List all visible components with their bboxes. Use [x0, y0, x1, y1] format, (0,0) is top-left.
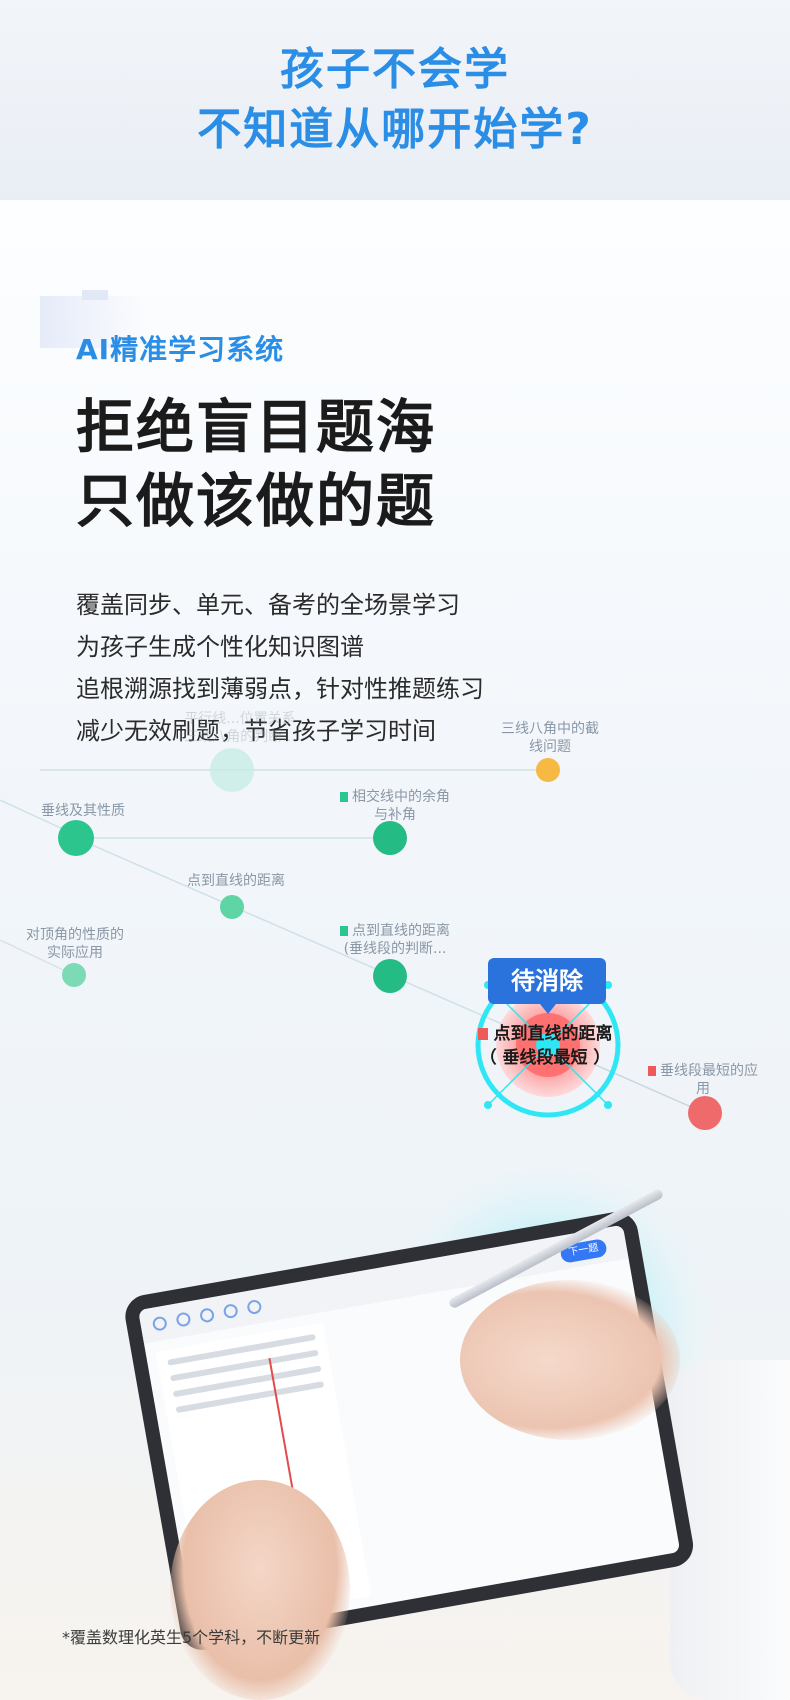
feature-section: AI精准学习系统 拒绝盲目题海 只做该做的题 覆盖同步、单元、备考的全场景学习 …	[0, 200, 790, 1700]
target-label-line2: （ 垂线段最短 ）	[479, 1048, 611, 1068]
to-eliminate-tooltip: 待消除	[488, 958, 606, 1014]
node-label-point-line-judge: 点到直线的距离(垂线段的判断...	[330, 922, 460, 958]
banner-question-line1: 孩子不会学	[280, 44, 510, 95]
question-dot-icon	[198, 1307, 216, 1324]
edge	[0, 939, 75, 976]
question-dot-icon	[175, 1311, 192, 1328]
node-green	[220, 895, 244, 919]
node-green	[62, 963, 86, 987]
target-label-text: 点到直线的距离	[493, 1024, 613, 1044]
node-label-faded: 平行线...位置关系三线八角的判断...	[184, 711, 296, 745]
writing-hand	[460, 1280, 680, 1440]
node-label-intersect: 相交线中的余角与补角	[330, 788, 460, 824]
headline-line2: 只做该做的题	[76, 467, 437, 535]
node-label-vertical-angle: 对顶角的性质的实际应用	[26, 927, 124, 961]
desc-line: 追根溯源找到薄弱点，针对性推题练习	[76, 675, 484, 703]
footnote: *覆盖数理化英生5个学科，不断更新	[62, 1628, 321, 1647]
node-label-point-line: 点到直线的距离	[187, 873, 285, 889]
flag-icon	[477, 1028, 488, 1040]
description: 覆盖同步、单元、备考的全场景学习 为孩子生成个性化知识图谱 追根溯源找到薄弱点，…	[76, 584, 484, 752]
node-green	[373, 821, 407, 855]
system-label: AI精准学习系统	[76, 333, 285, 366]
question-dot-icon	[246, 1298, 263, 1316]
node-label-perpendicular: 垂线及其性质	[41, 803, 125, 819]
node-green	[58, 820, 94, 856]
tablet-illustration: 下一题	[121, 1187, 790, 1700]
node-label-shortest-app: 垂线段最短的应用	[638, 1062, 768, 1098]
target-core	[484, 981, 612, 1109]
desc-line: 为孩子生成个性化知识图谱	[76, 633, 364, 661]
node-faded	[210, 748, 254, 792]
holding-hand	[170, 1480, 350, 1700]
edge	[75, 837, 551, 1046]
node-green	[373, 959, 407, 993]
node-red	[688, 1096, 722, 1130]
headline: 拒绝盲目题海 只做该做的题	[76, 390, 436, 538]
target-label-line1: 点到直线的距离	[460, 1022, 630, 1046]
decorative-block	[40, 296, 150, 348]
top-banner: 孩子不会学 不知道从哪开始学?	[0, 0, 790, 200]
banner-question-line2: 不知道从哪开始学?	[197, 104, 593, 155]
question-dot-icon	[151, 1315, 168, 1332]
text-line	[167, 1333, 316, 1366]
node-label-three-lines: 三线八角中的截线问题	[501, 721, 599, 755]
headline-line1: 拒绝盲目题海	[76, 393, 437, 461]
node-orange	[536, 758, 560, 782]
desc-line: 减少无效刷题，节省孩子学习时间	[76, 717, 436, 745]
desc-line: 覆盖同步、单元、备考的全场景学习	[76, 591, 460, 619]
target-node-label: 点到直线的距离 （ 垂线段最短 ）	[460, 1022, 630, 1070]
decorative-tab	[82, 290, 108, 300]
question-dot-icon	[222, 1303, 239, 1320]
